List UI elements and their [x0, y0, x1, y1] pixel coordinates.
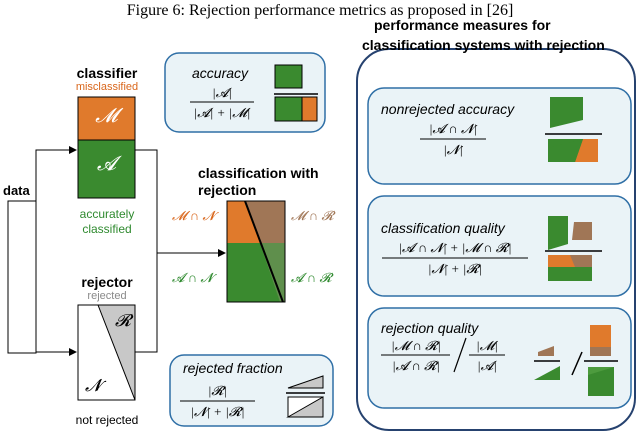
rejector-R-symbol: 𝓡 — [115, 311, 131, 330]
data-label: data — [3, 183, 30, 198]
label-M-and-R: 𝓜 ∩ 𝓡 — [291, 208, 334, 223]
classification-quality-numerator: |𝓐 ∩ 𝓝| + |𝓜 ∩ 𝓡| — [398, 240, 512, 255]
combined-block-outline — [226, 200, 286, 303]
rejector-title: rejector — [81, 274, 133, 290]
rejection-quality-den1: |𝓐 ∩ 𝓡| — [392, 358, 440, 373]
rejector-N-symbol: 𝓝 — [85, 376, 102, 395]
figure-caption: Figure 6: Rejection performance metrics … — [126, 2, 514, 19]
label-A-and-R: 𝓐 ∩ 𝓡 — [291, 270, 332, 285]
classified-label: classified — [82, 222, 132, 236]
rq-divide-slash — [453, 337, 467, 373]
rejection-quality-den2: |𝓐| — [477, 358, 497, 373]
rejector-to-combined-arrow — [135, 253, 158, 353]
rejection-quality-title: rejection quality — [381, 320, 479, 336]
label-A-and-N: 𝓐 ∩ 𝓝 — [172, 270, 213, 285]
rejection-quality-num2: |𝓜| — [476, 338, 498, 353]
accurately-label: accurately — [79, 207, 135, 221]
rq-icon-brown — [538, 346, 554, 356]
nonrejected-accuracy-title: nonrejected accuracy — [381, 101, 515, 117]
data-box — [7, 200, 37, 354]
measures-header-line1: performance measures for — [374, 17, 551, 33]
classification-quality-denominator: |𝓝| + |𝓡| — [427, 261, 483, 276]
classifier-misclassified-block — [77, 96, 136, 141]
rq-icon-brown2 — [590, 347, 611, 356]
rejected-label: rejected — [87, 290, 127, 302]
rq-icon-green-wedge — [588, 367, 614, 375]
rejected-fraction-icon-bottom-grey — [286, 396, 324, 418]
classifier-accurate-block — [77, 139, 136, 199]
misclassified-label: misclassified — [75, 81, 139, 93]
accuracy-title: accuracy — [192, 65, 249, 81]
rejected-fraction-denominator: |𝓝| + |𝓡| — [190, 404, 245, 419]
nonrejected-accuracy-denominator: |𝓝| — [443, 142, 463, 157]
combined-diagonal — [244, 200, 284, 303]
rejection-quality-num1: |𝓜 ∩ 𝓡| — [391, 338, 441, 353]
combined-title-line2: rejection — [198, 182, 257, 198]
data-to-rejector-arrow — [35, 300, 77, 356]
accuracy-icon-bottom-orange — [301, 96, 318, 122]
rejection-quality-panel — [367, 307, 632, 409]
cq-icon-green — [548, 216, 568, 250]
not-rejected-label: not rejected — [75, 413, 139, 427]
cq-icon-bottom-brown — [570, 255, 592, 267]
accuracy-denominator: |𝓐| + |𝓜| — [193, 105, 251, 120]
rq-icon-slash — [571, 351, 583, 376]
classifier-M-symbol: 𝓜 — [95, 105, 118, 127]
cq-icon-brown — [572, 222, 592, 240]
measures-header-line2: classification systems with rejection — [362, 37, 605, 53]
nra-icon-bottom-green2 — [548, 139, 583, 162]
cq-icon-bottom-green — [548, 267, 592, 281]
data-to-classifier-arrow — [35, 146, 77, 201]
rejected-fraction-numerator: |𝓡| — [207, 383, 228, 398]
rejected-fraction-icon-top — [287, 375, 324, 389]
nra-icon-bottom-orange — [575, 139, 598, 162]
rq-icon-orange — [590, 325, 611, 347]
rq-icon-green — [534, 366, 560, 380]
accuracy-icon-top — [274, 64, 303, 89]
classifier-to-combined-arrow — [135, 149, 226, 257]
classifier-title: classifier — [76, 65, 138, 81]
nra-icon-top — [550, 97, 583, 128]
combined-title-line1: classification with — [198, 165, 319, 181]
accuracy-numerator: |𝓐| — [212, 85, 232, 100]
nonrejected-accuracy-numerator: |𝓐 ∩ 𝓝| — [428, 121, 478, 136]
rejected-fraction-title: rejected fraction — [183, 360, 283, 376]
accuracy-icon-bottom-green — [274, 96, 303, 122]
combined-MR — [245, 201, 285, 243]
label-M-and-N: 𝓜 ∩ 𝓝 — [172, 208, 215, 223]
classifier-A-symbol: 𝓐 — [96, 153, 117, 175]
classification-quality-title: classification quality — [381, 220, 505, 236]
